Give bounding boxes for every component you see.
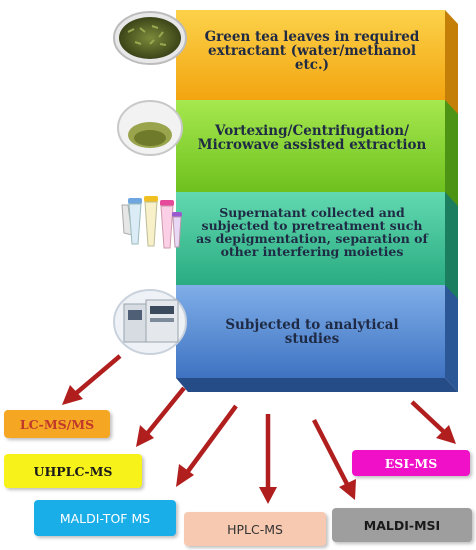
- technique-arrows: [62, 354, 456, 504]
- test-tubes-icon: [121, 196, 182, 249]
- arrow-to-maldi-tof-ms: [176, 404, 238, 487]
- technique-label: LC-MS/MS: [19, 416, 95, 432]
- tea-leaves-bowl-icon: [113, 11, 187, 65]
- tea-cup-icon: [117, 100, 183, 156]
- arrow-to-hplc-ms: [259, 414, 277, 504]
- technique-maldi-tof-ms: MALDI-TOF MS: [34, 500, 176, 536]
- technique-label: MALDI-MSI: [363, 517, 441, 533]
- technique-hplc-ms: HPLC-MS: [184, 512, 326, 546]
- technique-uhplc-ms: UHPLC-MS: [4, 454, 142, 488]
- arrow-to-uhplc-ms: [136, 386, 186, 447]
- step-3-text: Supernatant collected and subjected to p…: [196, 205, 428, 259]
- arrow-to-esi-ms: [410, 400, 456, 444]
- step-4-box: [176, 285, 458, 392]
- step-1-text: Green tea leaves in required extractant …: [204, 29, 420, 73]
- technique-esi-ms: ESI-MS: [352, 450, 470, 476]
- arrow-to-maldi-msi: [311, 418, 356, 500]
- technique-label: HPLC-MS: [227, 521, 283, 537]
- step-4-text: Subjected to analytical studies: [225, 317, 399, 347]
- technique-label: MALDI-TOF MS: [59, 510, 151, 526]
- technique-lc-ms-ms: LC-MS/MS: [4, 410, 110, 438]
- arrow-to-lc-ms-ms: [62, 354, 122, 405]
- step-2-text: Vortexing/Centrifugation/ Microwave assi…: [197, 123, 427, 153]
- technique-label: ESI-MS: [384, 455, 438, 471]
- technique-maldi-msi: MALDI-MSI: [332, 508, 472, 542]
- analytical-instrument-icon: [113, 289, 187, 355]
- technique-label: UHPLC-MS: [33, 463, 113, 479]
